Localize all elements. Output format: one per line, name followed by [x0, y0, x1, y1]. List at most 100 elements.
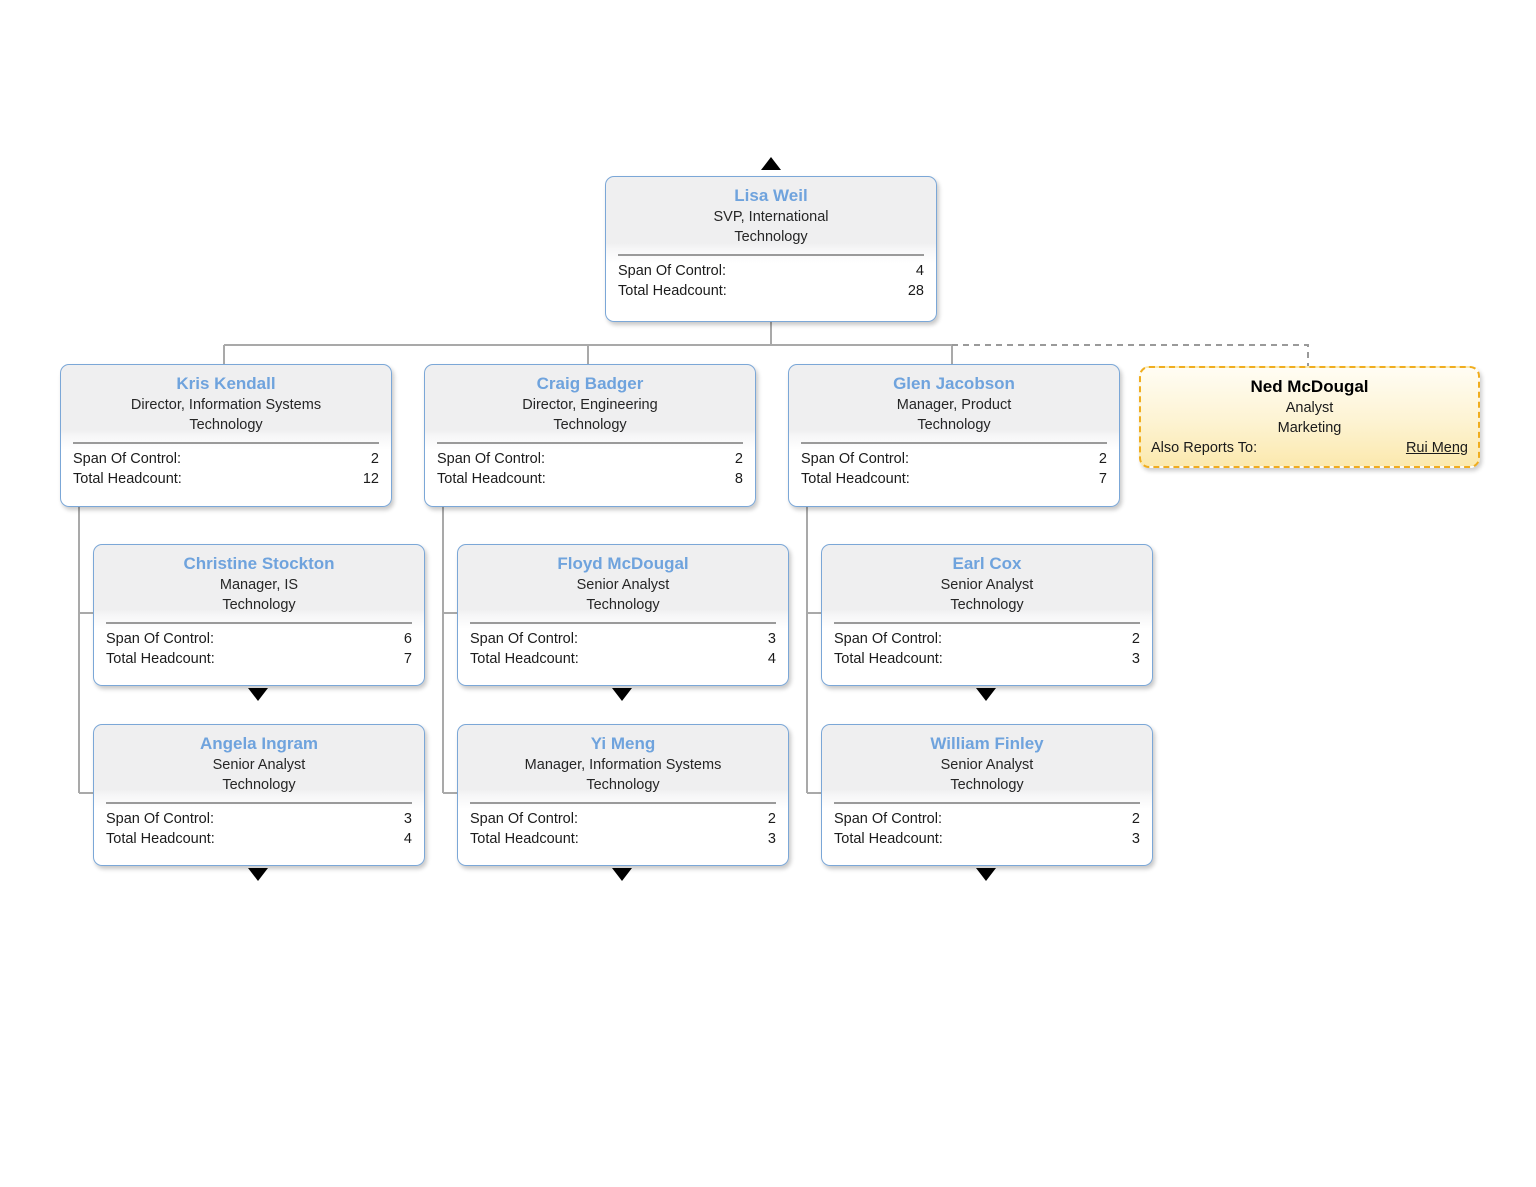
expand-down-triangle-angela-ingram[interactable]	[248, 868, 268, 881]
org-node-lisa-weil[interactable]: Lisa Weil SVP, International Technology …	[605, 176, 937, 322]
org-node-yi-meng[interactable]: Yi Meng Manager, Information Systems Tec…	[457, 724, 789, 866]
node-stats: Span Of Control: 2 Total Headcount: 12	[61, 444, 391, 496]
stat-span-of-control: Span Of Control: 3	[106, 809, 412, 829]
stat-span-of-control: Span Of Control: 3	[470, 629, 776, 649]
stat-total-headcount: Total Headcount: 3	[834, 649, 1140, 669]
stat-label: Span Of Control:	[618, 263, 726, 279]
stat-label: Span Of Control:	[470, 811, 578, 827]
employee-name: Angela Ingram	[199, 734, 319, 753]
employee-name: Glen Jacobson	[893, 374, 1015, 393]
org-node-kris-kendall[interactable]: Kris Kendall Director, Information Syste…	[60, 364, 392, 507]
stat-label: Span Of Control:	[801, 451, 909, 467]
employee-name: Craig Badger	[536, 374, 644, 393]
employee-name: William Finley	[930, 734, 1044, 753]
node-header: Glen Jacobson Manager, Product Technolog…	[789, 365, 1119, 439]
divider	[801, 442, 1107, 444]
expand-down-triangle-floyd-mcdougal[interactable]	[612, 688, 632, 701]
also-reports-to-label: Also Reports To:	[1151, 440, 1258, 456]
expand-up-triangle-root[interactable]	[761, 157, 781, 170]
also-reports-to-link[interactable]: Rui Meng	[1405, 440, 1468, 456]
org-node-floyd-mcdougal[interactable]: Floyd McDougal Senior Analyst Technology…	[457, 544, 789, 686]
stat-label: Span Of Control:	[106, 811, 214, 827]
stat-value: 4	[915, 263, 924, 279]
stat-label: Span Of Control:	[470, 631, 578, 647]
stat-label: Total Headcount:	[106, 831, 215, 847]
employee-title: Analyst	[1285, 400, 1334, 416]
expand-down-triangle-william-finley[interactable]	[976, 868, 996, 881]
employee-department: Technology	[222, 777, 296, 793]
employee-department: Technology	[189, 417, 263, 433]
stat-total-headcount: Total Headcount: 4	[106, 829, 412, 849]
org-node-ned-mcdougal[interactable]: Ned McDougal Analyst Marketing Also Repo…	[1139, 366, 1480, 468]
stat-span-of-control: Span Of Control: 2	[801, 449, 1107, 469]
employee-department: Technology	[586, 777, 660, 793]
node-stats: Span Of Control: 6 Total Headcount: 7	[94, 624, 424, 676]
employee-department: Marketing	[1277, 420, 1342, 436]
divider	[470, 622, 776, 624]
employee-name: Christine Stockton	[183, 554, 335, 573]
stat-value: 2	[1131, 811, 1140, 827]
org-node-earl-cox[interactable]: Earl Cox Senior Analyst Technology Span …	[821, 544, 1153, 686]
stat-label: Total Headcount:	[73, 471, 182, 487]
employee-name: Floyd McDougal	[557, 554, 689, 573]
stat-value: 7	[1098, 471, 1107, 487]
node-header: Angela Ingram Senior Analyst Technology	[94, 725, 424, 799]
stat-value: 3	[403, 811, 412, 827]
employee-department: Technology	[586, 597, 660, 613]
employee-title: Director, Information Systems	[130, 397, 322, 413]
stat-label: Total Headcount:	[801, 471, 910, 487]
stat-label: Total Headcount:	[106, 651, 215, 667]
node-stats: Span Of Control: 2 Total Headcount: 3	[458, 804, 788, 856]
stat-label: Span Of Control:	[437, 451, 545, 467]
stat-value: 12	[362, 471, 379, 487]
node-header: Floyd McDougal Senior Analyst Technology	[458, 545, 788, 619]
stat-value: 4	[767, 651, 776, 667]
org-node-christine-stockton[interactable]: Christine Stockton Manager, IS Technolog…	[93, 544, 425, 686]
stat-span-of-control: Span Of Control: 2	[834, 629, 1140, 649]
employee-department: Technology	[917, 417, 991, 433]
stat-total-headcount: Total Headcount: 28	[618, 281, 924, 301]
node-header: Christine Stockton Manager, IS Technolog…	[94, 545, 424, 619]
stat-value: 2	[734, 451, 743, 467]
expand-down-triangle-earl-cox[interactable]	[976, 688, 996, 701]
org-node-william-finley[interactable]: William Finley Senior Analyst Technology…	[821, 724, 1153, 866]
stat-label: Total Headcount:	[834, 831, 943, 847]
divider	[834, 802, 1140, 804]
org-node-glen-jacobson[interactable]: Glen Jacobson Manager, Product Technolog…	[788, 364, 1120, 507]
employee-title: SVP, International	[713, 209, 829, 225]
stat-total-headcount: Total Headcount: 3	[470, 829, 776, 849]
stat-value: 6	[403, 631, 412, 647]
stat-label: Total Headcount:	[470, 831, 579, 847]
node-header: Kris Kendall Director, Information Syste…	[61, 365, 391, 439]
divider	[618, 254, 924, 256]
stat-value: 2	[370, 451, 379, 467]
stat-total-headcount: Total Headcount: 7	[801, 469, 1107, 489]
node-header: William Finley Senior Analyst Technology	[822, 725, 1152, 799]
stat-total-headcount: Total Headcount: 3	[834, 829, 1140, 849]
org-node-angela-ingram[interactable]: Angela Ingram Senior Analyst Technology …	[93, 724, 425, 866]
org-node-craig-badger[interactable]: Craig Badger Director, Engineering Techn…	[424, 364, 756, 507]
expand-down-triangle-christine-stockton[interactable]	[248, 688, 268, 701]
node-header: Ned McDougal Analyst Marketing	[1141, 368, 1478, 438]
stat-value: 8	[734, 471, 743, 487]
stat-span-of-control: Span Of Control: 2	[73, 449, 379, 469]
employee-title: Manager, IS	[219, 577, 299, 593]
stat-span-of-control: Span Of Control: 6	[106, 629, 412, 649]
stat-label: Span Of Control:	[834, 631, 942, 647]
divider	[73, 442, 379, 444]
employee-department: Technology	[734, 229, 808, 245]
node-header: Earl Cox Senior Analyst Technology	[822, 545, 1152, 619]
stat-span-of-control: Span Of Control: 2	[470, 809, 776, 829]
expand-down-triangle-yi-meng[interactable]	[612, 868, 632, 881]
employee-title: Manager, Product	[896, 397, 1012, 413]
employee-department: Technology	[222, 597, 296, 613]
node-header: Lisa Weil SVP, International Technology	[606, 177, 936, 251]
divider	[834, 622, 1140, 624]
stat-span-of-control: Span Of Control: 2	[437, 449, 743, 469]
node-stats: Span Of Control: 3 Total Headcount: 4	[458, 624, 788, 676]
employee-title: Senior Analyst	[940, 757, 1034, 773]
employee-department: Technology	[950, 597, 1024, 613]
stat-value: 2	[1098, 451, 1107, 467]
stat-total-headcount: Total Headcount: 7	[106, 649, 412, 669]
